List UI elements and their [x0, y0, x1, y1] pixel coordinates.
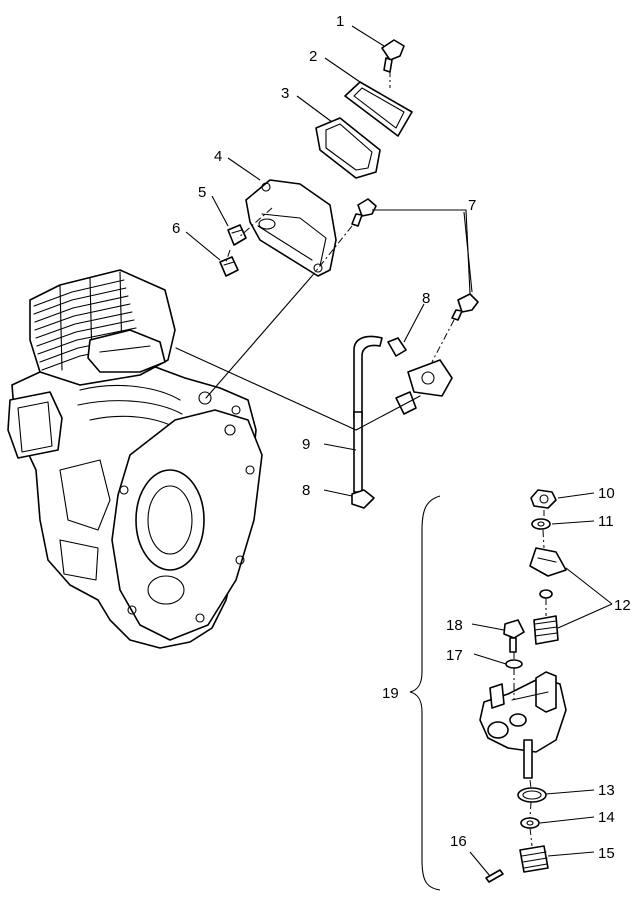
pin-part-16: [485, 869, 504, 883]
plate-part-2: [344, 81, 413, 137]
callout-2: 2: [309, 48, 317, 65]
callout-14: 14: [598, 809, 615, 826]
bolt-part-7b: [451, 293, 479, 321]
callout-8-lower: 8: [302, 482, 310, 499]
engine-assembly: [7, 269, 263, 649]
assembly-centerlines: [175, 70, 547, 847]
callout-8-upper: 8: [422, 290, 430, 307]
callout-10: 10: [598, 485, 615, 502]
leader-lines: [185, 25, 613, 891]
bolt-part-1: [381, 39, 405, 73]
callout-labels: 1 2 3 4 5 6 7 8 9 8 10 11 12 18 17 19 13…: [172, 13, 631, 862]
bolt-part-7a: [351, 198, 377, 227]
callout-19: 19: [382, 685, 399, 702]
fitting: [395, 359, 453, 415]
oil-pump-body: [479, 671, 567, 779]
bracket-part-12: [529, 547, 567, 599]
clamp-part-8a: [387, 337, 407, 357]
washer-part-14: [520, 817, 540, 829]
gear-part-15: [519, 845, 549, 873]
callout-1: 1: [336, 13, 344, 30]
washer-part-11: [531, 518, 551, 530]
nut-part-6: [219, 256, 239, 277]
callout-4: 4: [214, 148, 222, 165]
callout-17: 17: [446, 647, 463, 664]
callout-9: 9: [302, 436, 310, 453]
nut-part-10: [530, 489, 557, 509]
callout-7: 7: [468, 197, 476, 214]
callout-15: 15: [598, 845, 615, 862]
callout-18: 18: [446, 617, 463, 634]
washer-part-17: [505, 659, 523, 669]
callout-11: 11: [598, 513, 614, 530]
callout-16: 16: [450, 833, 467, 850]
callout-5: 5: [198, 184, 206, 201]
callout-3: 3: [281, 85, 289, 102]
gasket-part-3: [315, 117, 381, 179]
bolt-part-18: [503, 619, 525, 653]
oil-tank-part-4: [245, 179, 337, 277]
callout-13: 13: [598, 782, 615, 799]
hose-part-9: [353, 335, 383, 493]
o-ring-part-13: [517, 787, 547, 803]
spring-part-12: [533, 615, 559, 645]
nut-part-5: [227, 224, 247, 246]
clamp-part-8b: [351, 489, 375, 509]
callout-6: 6: [172, 220, 180, 237]
callout-12: 12: [614, 597, 631, 614]
